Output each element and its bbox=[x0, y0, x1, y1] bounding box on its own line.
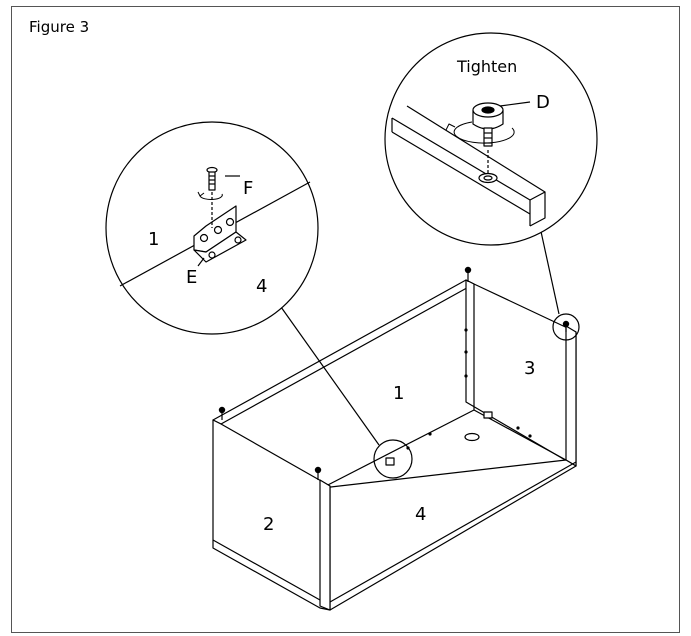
cabinet-panel-2-label: 2 bbox=[263, 514, 274, 535]
right-callout bbox=[384, 32, 598, 246]
highlight-circle-knob bbox=[552, 313, 580, 341]
bottom-panel-4 bbox=[321, 459, 577, 611]
diagram-labels: 1 4 E F Tighten D 1 2 3 4 bbox=[148, 57, 550, 535]
cabinet-panel-4-label: 4 bbox=[415, 504, 426, 525]
screw-f-icon bbox=[197, 166, 223, 228]
callout-panel-4-label: 4 bbox=[256, 276, 267, 297]
leader-line-right bbox=[539, 226, 560, 315]
cabinet-panel-3-label: 3 bbox=[524, 358, 535, 379]
cabinet-drawing bbox=[212, 266, 577, 611]
right-panel-3-front-edge bbox=[565, 325, 577, 467]
callout-panel-1-label: 1 bbox=[148, 229, 159, 250]
screw-f-label: F bbox=[243, 178, 253, 199]
left-callout bbox=[105, 121, 319, 335]
leader-line-left bbox=[280, 306, 380, 446]
tighten-instruction: Tighten bbox=[456, 57, 517, 76]
bracket-e-label: E bbox=[186, 267, 197, 288]
cabinet-knobs bbox=[218, 266, 570, 480]
cabinet-panel-1-label: 1 bbox=[393, 383, 404, 404]
figure-title: Figure 3 bbox=[29, 18, 90, 36]
knob-d-label: D bbox=[536, 92, 550, 113]
bracket-e-icon bbox=[193, 205, 247, 263]
right-panel-3 bbox=[465, 279, 577, 467]
highlight-circle-bracket bbox=[373, 439, 413, 479]
left-panel-2-front-edge bbox=[319, 479, 331, 611]
